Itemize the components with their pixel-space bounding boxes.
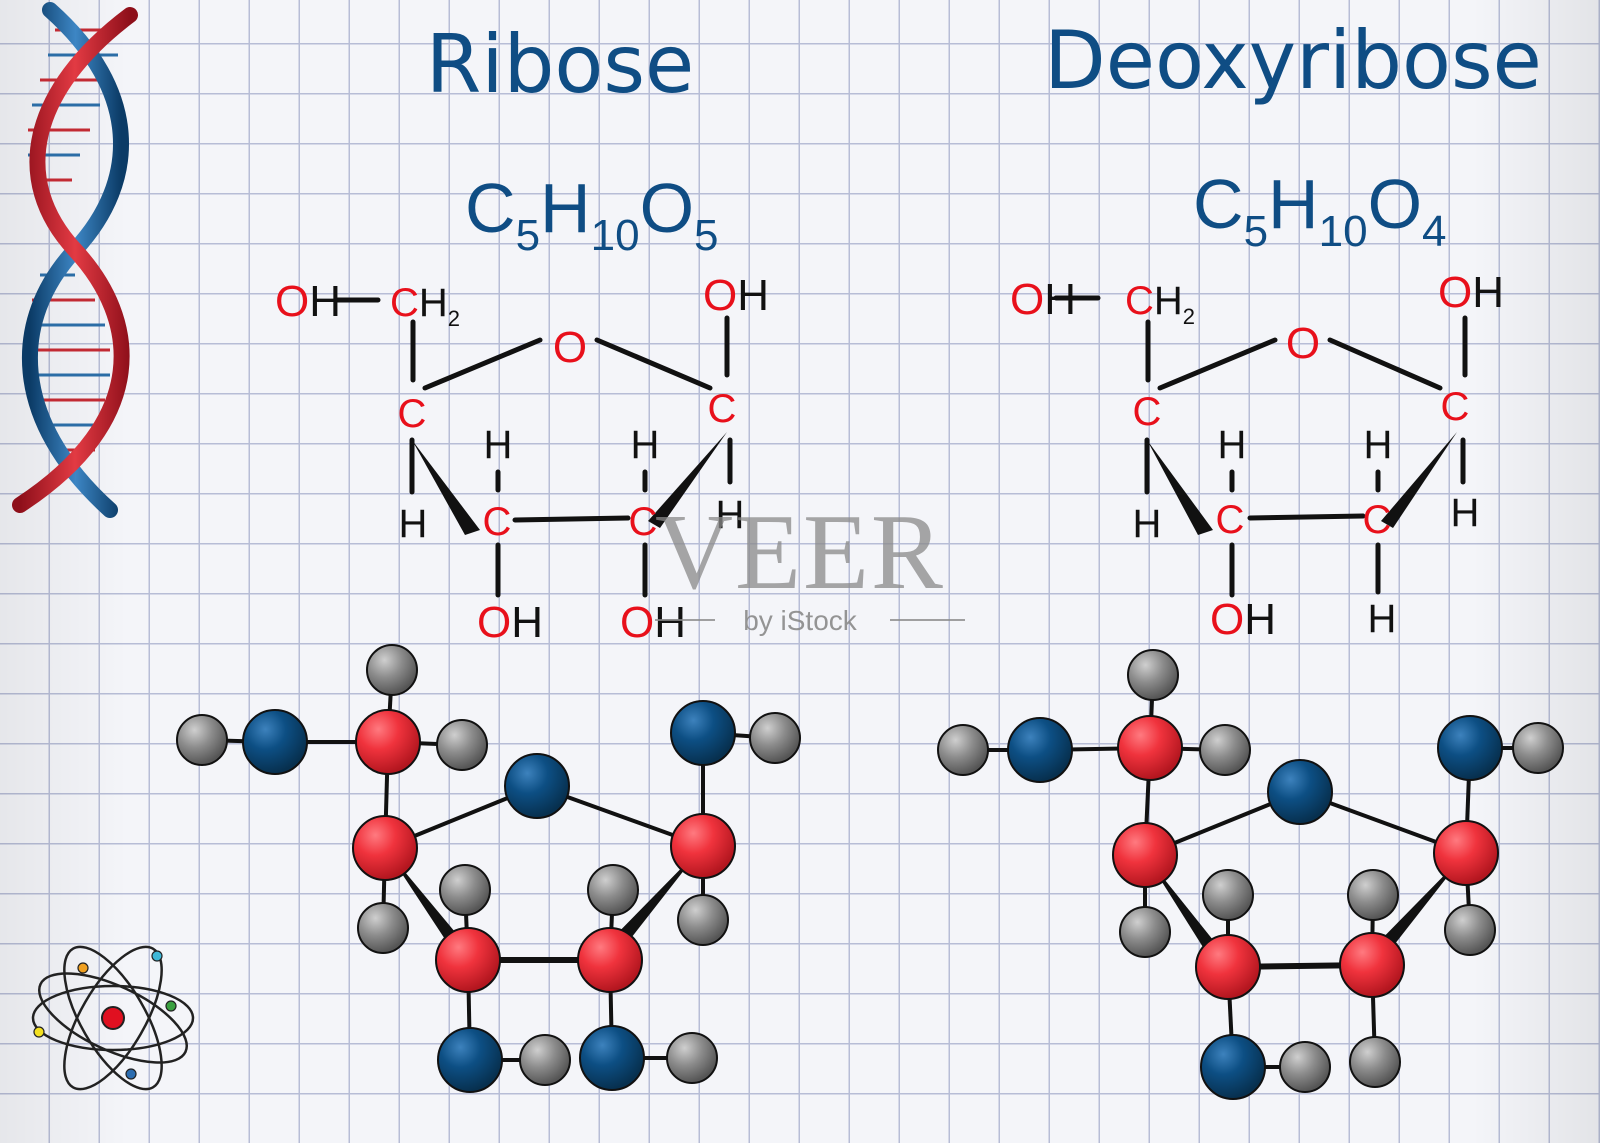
model-oxygen — [1267, 759, 1333, 825]
model-hydrogen — [519, 1034, 571, 1086]
atom-label-h: H — [1218, 423, 1247, 467]
atom-label-c: C — [1133, 390, 1162, 434]
model-hydrogen — [1127, 649, 1179, 701]
atom-label-c: C — [708, 387, 737, 431]
atom-label-o: OH — [1010, 275, 1076, 324]
model-carbon — [1112, 822, 1178, 888]
model-hydrogen — [587, 864, 639, 916]
atom-label-h: H — [1364, 423, 1393, 467]
atom-label-h: H — [399, 502, 428, 546]
atom-label-c: C — [483, 500, 512, 544]
atom-label-c: C — [1441, 385, 1470, 429]
model-oxygen — [437, 1027, 503, 1093]
atom-label-o: OH — [275, 277, 341, 326]
deoxyribose-structural-formula: OH CH2 O OH C C H H H H C C OH H — [1010, 268, 1504, 644]
model-hydrogen — [366, 644, 418, 696]
ribose-ball-and-stick-model — [176, 644, 801, 1093]
atom-label-h: H — [631, 423, 660, 467]
model-oxygen — [504, 753, 570, 819]
model-hydrogen — [1512, 722, 1564, 774]
atom-label-h: H — [484, 423, 513, 467]
atom-label-ch2: CH2 — [1125, 279, 1195, 329]
model-hydrogen — [1202, 869, 1254, 921]
watermark-sub: by iStock — [743, 605, 858, 636]
model-oxygen — [1437, 715, 1503, 781]
model-oxygen — [579, 1025, 645, 1091]
atom-label-h: H — [1368, 597, 1397, 641]
model-hydrogen — [1119, 906, 1171, 958]
atom-icon — [31, 945, 195, 1091]
watermark: VEER by iStock — [655, 493, 965, 636]
deoxyribose-formula: C5H10O4 — [1193, 165, 1447, 256]
atom-label-h: H — [1451, 491, 1480, 535]
model-hydrogen — [666, 1032, 718, 1084]
atom-label-o: OH — [1210, 595, 1276, 644]
model-carbon — [1339, 932, 1405, 998]
atom-label-h: H — [1133, 502, 1162, 546]
atom-label-ch2: CH2 — [390, 281, 460, 331]
ribose-formula: C5H10O5 — [465, 169, 719, 260]
deoxyribose-ball-and-stick-model — [937, 649, 1564, 1100]
model-hydrogen — [436, 719, 488, 771]
atom-label-o: OH — [703, 271, 769, 320]
deoxyribose-title: Deoxyribose — [1044, 14, 1542, 107]
model-hydrogen — [1279, 1041, 1331, 1093]
model-carbon — [1195, 934, 1261, 1000]
model-carbon — [435, 927, 501, 993]
atom-label-c: C — [629, 500, 658, 544]
model-carbon — [670, 813, 736, 879]
ribose-structural-formula: OH CH2 O OH C C H H H H C C OH OH — [275, 271, 769, 647]
atom-label-o: OH — [477, 598, 543, 647]
model-hydrogen — [357, 902, 409, 954]
model-hydrogen — [937, 724, 989, 776]
model-carbon — [355, 709, 421, 775]
model-hydrogen — [749, 712, 801, 764]
model-oxygen — [1200, 1034, 1266, 1100]
ring-oxygen-label: O — [1286, 319, 1320, 368]
model-hydrogen — [1444, 904, 1496, 956]
model-oxygen — [1007, 717, 1073, 783]
model-hydrogen — [176, 714, 228, 766]
model-hydrogen — [1349, 1036, 1401, 1088]
atom-label-c: C — [398, 392, 427, 436]
model-hydrogen — [439, 864, 491, 916]
atom-label-c: C — [1363, 498, 1392, 542]
ribose-title: Ribose — [426, 18, 694, 111]
atom-label-o: OH — [1438, 268, 1504, 317]
model-carbon — [352, 815, 418, 881]
model-hydrogen — [1347, 869, 1399, 921]
model-carbon — [1433, 820, 1499, 886]
atom-label-c: C — [1216, 498, 1245, 542]
model-carbon — [1117, 715, 1183, 781]
model-oxygen — [670, 700, 736, 766]
watermark-main: VEER — [655, 493, 945, 612]
dna-helix-icon — [12, 2, 138, 518]
model-hydrogen — [677, 894, 729, 946]
model-hydrogen — [1199, 724, 1251, 776]
atom-label-o: OH — [620, 598, 686, 647]
model-oxygen — [242, 709, 308, 775]
ring-oxygen-label: O — [553, 323, 587, 372]
model-carbon — [577, 927, 643, 993]
atom-label-h: H — [716, 493, 745, 537]
